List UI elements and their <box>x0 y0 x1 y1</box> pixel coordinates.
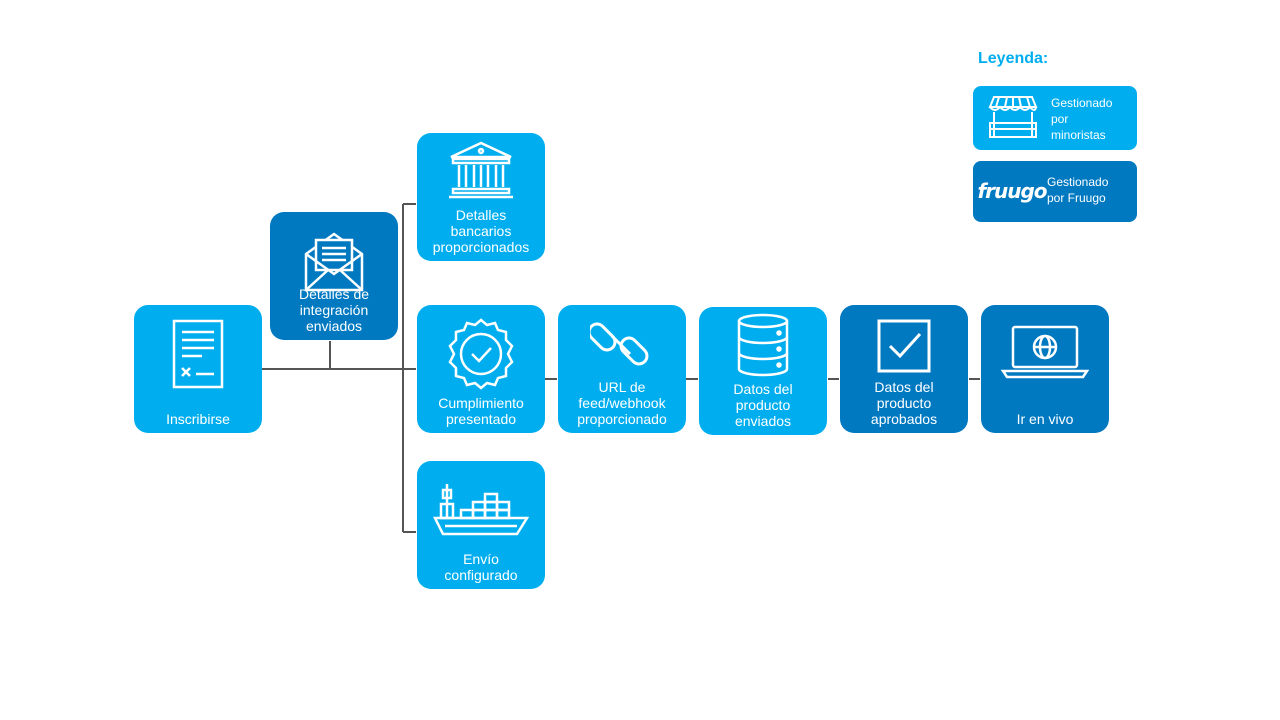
step-detalles-integracion: Detalles de integración enviados <box>270 212 398 340</box>
legend-retailer-managed: Gestionado por minoristas <box>973 86 1137 150</box>
legend-fruugo-managed: fruugo Gestionado por Fruugo <box>973 161 1137 222</box>
checkbox-icon <box>840 309 968 383</box>
step-label: URL de feed/webhook proporcionado <box>577 379 667 427</box>
step-datos-aprobados: Datos del producto aprobados <box>840 305 968 433</box>
step-label: Detalles bancarios proporcionados <box>432 207 530 255</box>
legend-title: Leyenda: <box>978 50 1049 67</box>
step-label: Datos del producto aprobados <box>870 379 938 427</box>
legend-fruugo-text: Gestionado por Fruugo <box>1047 175 1109 205</box>
document-form-icon <box>134 313 262 395</box>
step-url-feed: URL de feed/webhook proporcionado <box>558 305 686 433</box>
step-label: Datos del producto enviados <box>733 381 793 429</box>
bank-icon <box>417 133 545 205</box>
step-label: Inscribirse <box>166 411 230 427</box>
link-icon <box>558 309 686 379</box>
step-label: Envío configurado <box>444 551 518 583</box>
storefront-icon <box>983 92 1043 142</box>
step-label: Ir en vivo <box>1016 411 1074 427</box>
legend-retailer-text: Gestionado por minoristas <box>1051 96 1113 142</box>
step-inscribirse: Inscribirse <box>134 305 262 433</box>
step-ir-en-vivo: Ir en vivo <box>981 305 1109 433</box>
step-label: Cumplimiento presentado <box>438 395 524 427</box>
fruugo-logo: fruugo <box>977 179 1047 203</box>
laptop-globe-icon <box>981 315 1109 387</box>
step-detalles-bancarios: Detalles bancarios proporcionados <box>417 133 545 261</box>
step-cumplimiento: Cumplimiento presentado <box>417 305 545 433</box>
cargo-ship-icon <box>417 469 545 551</box>
step-datos-enviados: Datos del producto enviados <box>699 307 827 435</box>
badge-check-icon <box>417 313 545 395</box>
database-icon <box>699 311 827 379</box>
envelope-letter-icon <box>270 220 398 302</box>
step-envio: Envío configurado <box>417 461 545 589</box>
step-label: Detalles de integración enviados <box>298 286 370 334</box>
